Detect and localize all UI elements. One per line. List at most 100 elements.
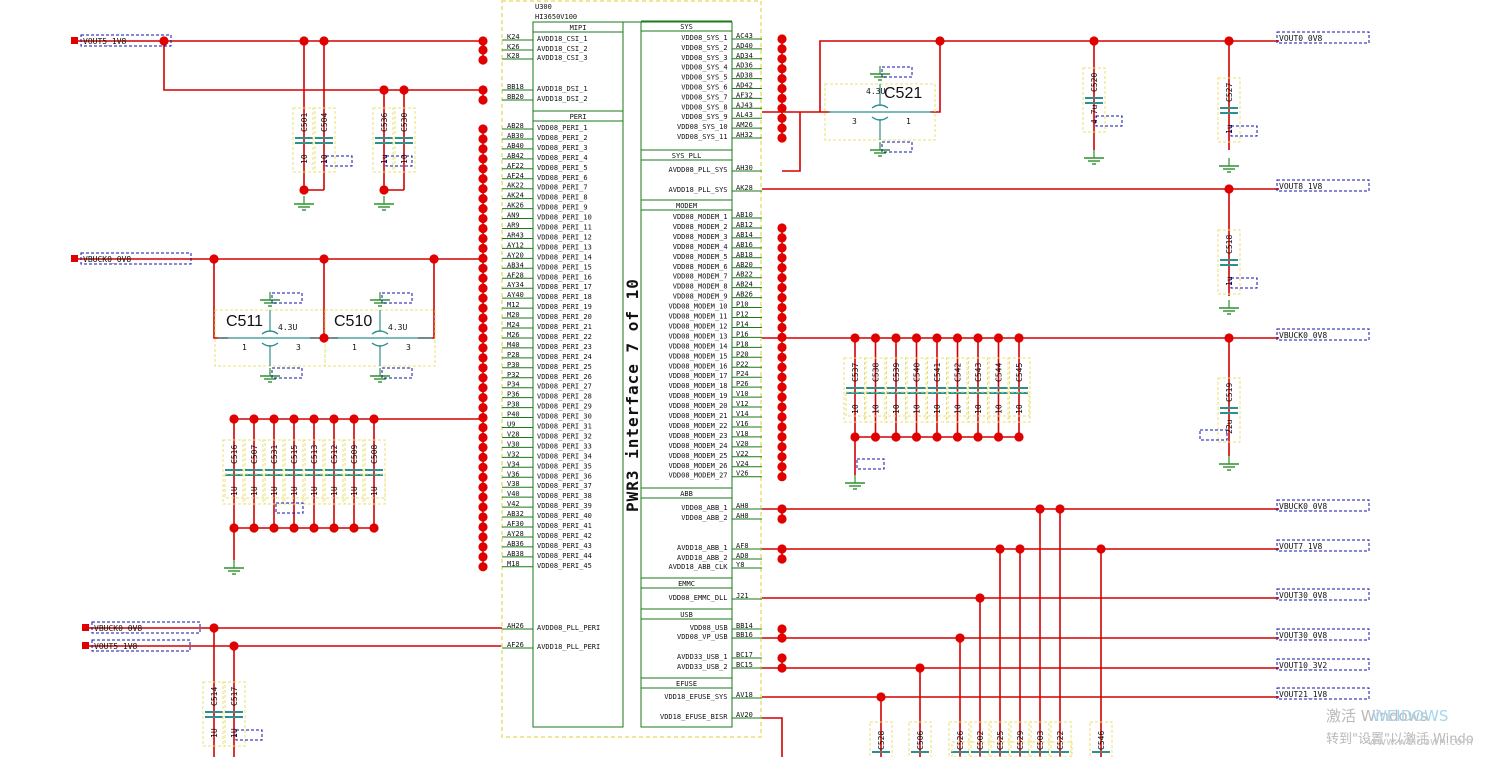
cap-value-c509: 1U xyxy=(350,486,359,496)
wire xyxy=(762,717,783,757)
pin-name: VDD08_MODEM_7 xyxy=(673,273,728,281)
pin-pad: M12 xyxy=(507,301,520,309)
cap-ref-c542: C542 xyxy=(954,363,963,382)
junction-dot xyxy=(911,432,922,442)
cap-value-c531: 1U xyxy=(270,486,279,496)
junction-dot xyxy=(915,663,925,673)
pin-pad: AB22 xyxy=(736,271,753,279)
junction-dot xyxy=(777,442,787,452)
pin-name: VDD08_PERI_41 xyxy=(537,522,592,530)
junction-dot xyxy=(952,333,963,343)
junction-dot xyxy=(329,523,339,533)
junction-dot xyxy=(777,64,787,74)
pin-pad: AD42 xyxy=(736,82,753,90)
cap-value-c543: 10 xyxy=(974,404,983,414)
net-label-vbuck0-pll: VBUCK0_0V8 xyxy=(94,624,142,633)
pin-pad: AJ43 xyxy=(736,101,753,109)
junction-dot xyxy=(975,593,985,603)
junction-dot xyxy=(777,253,787,263)
cap-outline xyxy=(312,107,336,173)
cap-outline xyxy=(966,357,990,423)
cap-outline xyxy=(988,721,1012,757)
junction-dot xyxy=(478,403,488,413)
cap-ref-c522: C522 xyxy=(1056,731,1065,750)
net-label-vbuck0-modem: VBUCK0_0V8 xyxy=(1279,331,1327,340)
net-label-vout7: VOUT7_1V8 xyxy=(1279,542,1323,551)
cap-outline xyxy=(908,721,932,757)
junction-dot xyxy=(777,412,787,422)
junction-dot xyxy=(478,283,488,293)
pin-name: VDD08_SYS_11 xyxy=(677,133,728,141)
pin-pad: V18 xyxy=(736,430,749,438)
junction-dot xyxy=(229,414,239,424)
cap-ref-c502: C502 xyxy=(976,731,985,750)
net-label-vout10: VOUT10_3V2 xyxy=(1279,661,1327,670)
pin-name: VDD08_PERI_40 xyxy=(537,512,592,520)
junction-dot xyxy=(478,85,488,95)
pin-pad: P22 xyxy=(736,360,749,368)
junction-dot xyxy=(935,36,945,46)
pin-name: VDD08_PERI_35 xyxy=(537,462,592,470)
junction-dot xyxy=(870,432,881,442)
pin-pad: V14 xyxy=(736,410,749,418)
junction-dot xyxy=(478,363,488,373)
pin-pad: AF28 xyxy=(507,271,524,279)
cap-ref-c525: C525 xyxy=(996,731,1005,750)
pin-name: VDD08_PERI_20 xyxy=(537,313,592,321)
pin-name: VDD08_SYS_9 xyxy=(681,113,727,121)
junction-dot xyxy=(478,303,488,313)
cap-value-c527: 1u xyxy=(1225,124,1234,134)
net-label-box xyxy=(1276,658,1370,671)
cap-outline xyxy=(1007,357,1031,423)
cap-ref-c513: C513 xyxy=(310,445,319,464)
junction-dot xyxy=(777,392,787,402)
pin-pad: AF30 xyxy=(507,520,524,528)
pin-pad: AH8 xyxy=(736,502,749,510)
junction-dot xyxy=(777,514,787,524)
pin-pad: V22 xyxy=(736,450,749,458)
pin-pad: AF26 xyxy=(507,641,524,649)
cap-outline xyxy=(222,681,246,747)
pin-pad: AB42 xyxy=(507,152,524,160)
net-label-box xyxy=(91,621,201,634)
pin-name: VDD08_MODEM_24 xyxy=(669,442,728,450)
pin-pad: AB38 xyxy=(507,550,524,558)
pin-pad: AD38 xyxy=(736,72,753,80)
junction-dot xyxy=(319,36,329,46)
junction-dot xyxy=(777,422,787,432)
pin-name: AVDD18_ABB_1 xyxy=(677,544,728,552)
pin-name: VDD18_EFUSE_SYS xyxy=(664,693,727,701)
pin-pad: V24 xyxy=(736,460,749,468)
pin-name: VDD08_PERI_27 xyxy=(537,383,592,391)
feedthrough-pin: 1 xyxy=(352,343,357,352)
pin-pad: AR9 xyxy=(507,222,520,230)
pin-name: VDD08_PERI_25 xyxy=(537,363,592,371)
junction-dot xyxy=(777,332,787,342)
cap-outline xyxy=(342,439,366,505)
pin-name: AVDD33_USB_1 xyxy=(677,653,728,661)
junction-dot xyxy=(777,223,787,233)
junction-dot xyxy=(349,414,359,424)
junction-dot xyxy=(329,414,339,424)
cap-value-c507: 1U xyxy=(250,486,259,496)
cap-outline xyxy=(202,681,226,747)
pin-pad: AB26 xyxy=(736,291,753,299)
cap-outline xyxy=(1028,721,1052,757)
cap-outline xyxy=(302,439,326,505)
section-header-mipi: MIPI xyxy=(570,24,587,32)
feedthrough-pin: 3 xyxy=(406,343,411,352)
pin-pad: BC17 xyxy=(736,651,753,659)
pin-name: VDD08_PERI_11 xyxy=(537,224,592,232)
pin-pad: BC15 xyxy=(736,661,753,669)
pin-name: VDD08_PERI_39 xyxy=(537,502,592,510)
pin-pad: AB24 xyxy=(736,281,753,289)
cap-ref-c527: C527 xyxy=(1225,83,1234,102)
cap-value-c518: 1u xyxy=(1225,276,1234,286)
junction-dot xyxy=(777,273,787,283)
cap-ref-c517: C517 xyxy=(230,687,239,706)
junction-dot xyxy=(478,422,488,433)
pin-pad: V38 xyxy=(507,480,520,488)
pin-pad: AB32 xyxy=(507,510,524,518)
junction-dot xyxy=(777,462,787,472)
pin-name: VDD08_MODEM_17 xyxy=(669,372,728,380)
